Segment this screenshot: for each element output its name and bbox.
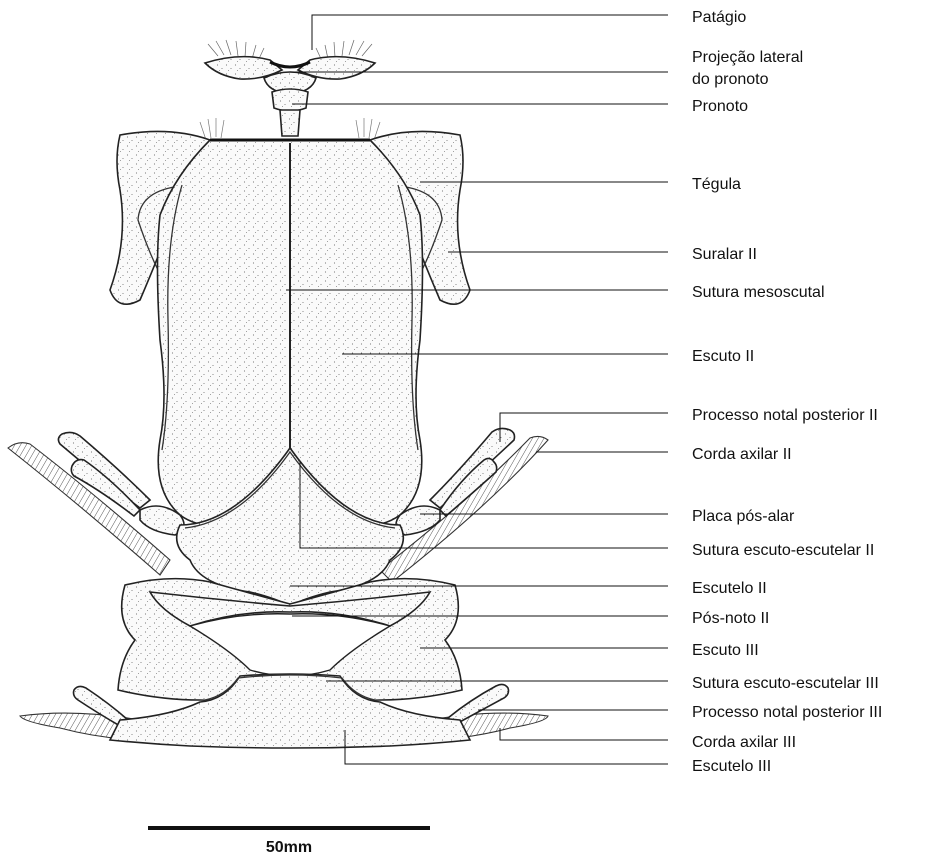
label-escutelo-II: Escutelo II — [692, 580, 767, 597]
label-processo-II: Processo notal posterior II — [692, 407, 878, 424]
label-sutura-ee-III: Sutura escuto-escutelar III — [692, 675, 879, 692]
pronotum-group — [205, 40, 375, 136]
label-escutelo-III: Escutelo III — [692, 758, 771, 775]
label-tegula: Tégula — [692, 176, 741, 193]
scale-bar: 50mm — [148, 826, 430, 856]
label-pos-noto-II: Pós-noto II — [692, 610, 769, 627]
label-sutura-mesoscutal: Sutura mesoscutal — [692, 284, 825, 301]
pronotum — [272, 89, 308, 111]
label-patagio: Patágio — [692, 9, 746, 26]
label-placa-pos-alar: Placa pós-alar — [692, 508, 795, 525]
label-processo-III: Processo notal posterior III — [692, 704, 882, 721]
label-escuto-III: Escuto III — [692, 642, 759, 659]
labels: Patágio Projeção lateral do pronoto Pron… — [692, 9, 882, 775]
label-projecao-line1: Projeção lateral — [692, 49, 803, 66]
label-suralar: Suralar II — [692, 246, 757, 263]
label-corda-II: Corda axilar II — [692, 446, 792, 463]
label-projecao-line2: do pronoto — [692, 71, 769, 88]
scale-bar-label: 50mm — [266, 839, 312, 856]
pronotum-neck — [280, 110, 300, 136]
label-pronoto: Pronoto — [692, 98, 748, 115]
label-sutura-ee-II: Sutura escuto-escutelar II — [692, 542, 874, 559]
label-corda-III: Corda axilar III — [692, 734, 796, 751]
scale-bar-line — [148, 826, 430, 830]
label-escuto-II: Escuto II — [692, 348, 754, 365]
